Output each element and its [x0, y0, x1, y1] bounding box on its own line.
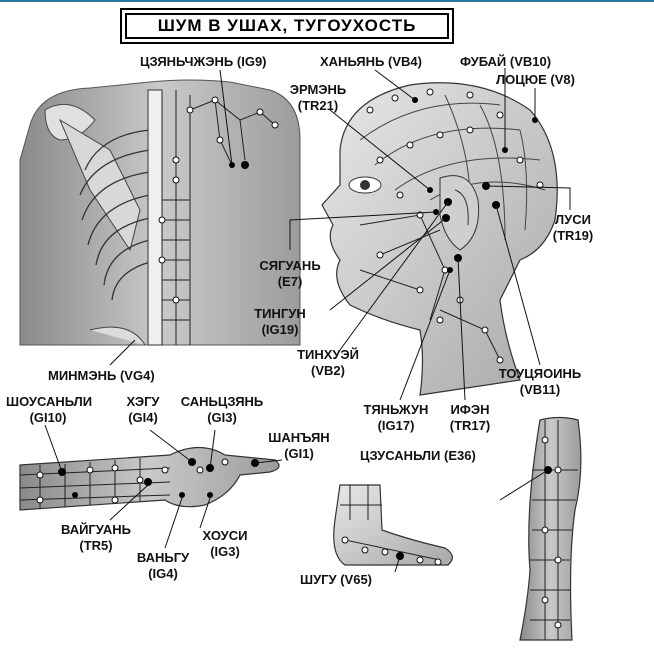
- head-leader-lines: [109, 68, 571, 401]
- title-inner-frame: ШУМ В УШАХ, ТУГОУХОСТЬ: [125, 13, 449, 39]
- label-vb2: ТИНХУЭЙ (VB2): [292, 347, 364, 379]
- label-ig19: ТИНГУН (IG19): [250, 306, 310, 338]
- title-frame: ШУМ В УШАХ, ТУГОУХОСТЬ: [120, 8, 454, 44]
- label-tr17-name: ИФЭН: [450, 402, 490, 417]
- label-e7: СЯГУАНЬ (E7): [255, 258, 325, 290]
- label-ig17: ТЯНЬЖУН (IG17): [356, 402, 436, 434]
- label-v8: ЛОЦЮЕ (V8): [496, 72, 575, 87]
- label-vb11-code: (VB11): [519, 382, 561, 397]
- label-tr17: ИФЭН (TR17): [445, 402, 495, 434]
- label-ig17-code: (IG17): [377, 418, 415, 433]
- foot-figure: [333, 484, 453, 573]
- label-vb10: ФУБАЙ (VB10): [460, 54, 552, 69]
- label-gi10-name: ШОУСАНЬЛИ: [6, 394, 93, 409]
- arm-figure: [19, 446, 280, 511]
- label-vb2-name: ТИНХУЭЙ: [297, 347, 359, 362]
- label-gi10: ШОУСАНЬЛИ (GI10): [6, 394, 93, 426]
- label-tr5: ВАЙГУАНЬ (TR5): [50, 522, 142, 554]
- label-vb11-name: ТОУЦЯОИНЬ: [498, 366, 582, 381]
- label-ig9: ЦЗЯНЬЧЖЭНЬ (IG9): [140, 54, 267, 69]
- label-tr21-code: (TR21): [297, 98, 339, 113]
- head-figure: [321, 82, 558, 396]
- label-tr19: ЛУСИ (TR19): [548, 212, 598, 244]
- label-gi3-code: (GI3): [207, 410, 237, 425]
- label-vb4: ХАНЬЯНЬ (VB4): [320, 54, 422, 69]
- label-tr19-name: ЛУСИ: [555, 212, 591, 227]
- leg-figure: [499, 416, 582, 641]
- label-gi4: ХЭГУ (GI4): [120, 394, 166, 426]
- label-ig3: ХОУСИ (IG3): [195, 528, 255, 560]
- label-gi1-name: ШАНЪЯН: [268, 430, 330, 445]
- label-ig3-code: (IG3): [210, 544, 240, 559]
- label-vb11: ТОУЦЯОИНЬ (VB11): [492, 366, 588, 398]
- label-ig19-name: ТИНГУН: [254, 306, 306, 321]
- arm-leader-lines: [44, 424, 283, 549]
- label-ig3-name: ХОУСИ: [202, 528, 248, 543]
- label-gi10-code: (GI10): [29, 410, 67, 425]
- label-ig19-code: (IG19): [261, 322, 299, 337]
- top-accent-line: [0, 0, 654, 2]
- label-e7-code: (E7): [277, 274, 303, 289]
- label-tr21: ЭРМЭНЬ (TR21): [284, 82, 352, 114]
- label-vb2-code: (VB2): [311, 363, 345, 378]
- label-v65: ШУГУ (V65): [300, 572, 373, 587]
- label-e7-name: СЯГУАНЬ: [259, 258, 321, 273]
- label-tr21-name: ЭРМЭНЬ: [289, 82, 347, 97]
- label-ig4-code: (IG4): [148, 566, 178, 581]
- label-vg4: МИНМЭНЬ (VG4): [48, 368, 155, 383]
- label-gi4-code: (GI4): [128, 410, 158, 425]
- label-gi1: ШАНЪЯН (GI1): [264, 430, 334, 462]
- ribs: [79, 129, 151, 301]
- label-gi3-name: САНЬЦЗЯНЬ: [180, 394, 264, 409]
- label-tr17-code: (TR17): [449, 418, 491, 433]
- label-tr5-code: (TR5): [79, 538, 113, 553]
- label-ig17-name: ТЯНЬЖУН: [363, 402, 429, 417]
- label-e36: ЦЗУСАНЬЛИ (E36): [360, 448, 476, 463]
- label-tr19-code: (TR19): [552, 228, 594, 243]
- label-gi3: САНЬЦЗЯНЬ (GI3): [178, 394, 266, 426]
- label-ig4-name: ВАНЬГУ: [136, 550, 190, 565]
- label-gi1-code: (GI1): [284, 446, 314, 461]
- label-gi4-name: ХЭГУ: [126, 394, 160, 409]
- label-ig4: ВАНЬГУ (IG4): [130, 550, 196, 582]
- label-tr5-name: ВАЙГУАНЬ: [60, 522, 132, 537]
- page-title: ШУМ В УШАХ, ТУГОУХОСТЬ: [157, 16, 417, 35]
